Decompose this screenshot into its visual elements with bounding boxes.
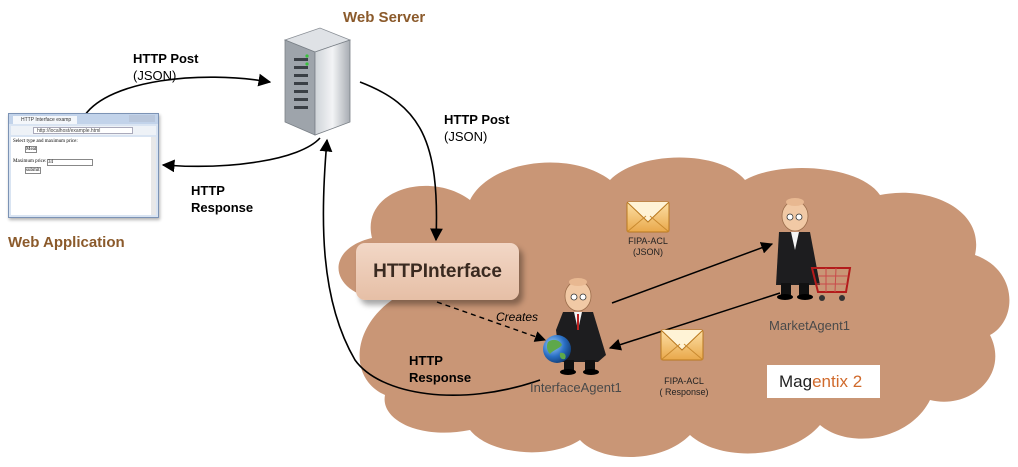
fipa-acl-label: FIPA-ACL ( Response) — [654, 376, 714, 399]
agent-platform-cloud — [338, 157, 1010, 458]
envelope-icon — [626, 201, 670, 233]
submit-button: submit — [25, 167, 41, 174]
price-input: 34 — [47, 159, 93, 166]
http-response-label: Response — [409, 370, 472, 385]
browser-navbar: http://localhost/example.html — [11, 126, 156, 135]
http-response-label: Response — [191, 200, 254, 215]
http-response-label: HTTP — [409, 353, 443, 368]
json-label: (JSON) — [444, 129, 488, 144]
arrow-market-to-interface — [608, 292, 781, 351]
http-post-label: HTTP Post — [444, 112, 510, 127]
type-select: Meat — [25, 146, 38, 153]
browser-url-bar: http://localhost/example.html — [33, 127, 133, 134]
price-label: Maximum price: — [13, 159, 47, 164]
arrow-server-to-httpinterface — [359, 81, 443, 242]
magentix-accent-text: entix 2 — [812, 371, 863, 391]
json-label: (JSON) — [133, 68, 177, 83]
envelope-icon — [660, 329, 704, 361]
http-response-label: HTTP — [191, 183, 225, 198]
arrow-agent-to-server — [319, 138, 541, 396]
fipa-acl-label-line: FIPA-ACL — [628, 236, 668, 246]
httpinterface-box: HTTPInterface — [356, 243, 519, 300]
arrow-browser-to-server — [84, 73, 272, 116]
globe-icon — [543, 335, 571, 363]
window-controls — [129, 115, 155, 122]
fipa-acl-label: FIPA-ACL (JSON) — [623, 236, 673, 259]
server-icon — [283, 27, 352, 136]
arrow-server-to-browser — [161, 137, 321, 173]
browser-scrollbar — [151, 137, 156, 215]
browser-tab: HTTP Interface examp — [13, 116, 77, 124]
web-application-label: Web Application — [8, 234, 125, 251]
http-post-label: HTTP Post — [133, 51, 199, 66]
arrow-creates-dashed — [436, 301, 547, 342]
interface-agent-label: InterfaceAgent1 — [530, 380, 622, 395]
fipa-acl-label-line: (JSON) — [633, 247, 663, 258]
arrow-interface-to-market — [611, 242, 774, 304]
fipa-acl-label-line: ( Response) — [659, 387, 709, 398]
market-agent-label: MarketAgent1 — [769, 318, 850, 333]
browser-titlebar: HTTP Interface examp — [9, 114, 158, 124]
agent-figure-icon — [556, 278, 606, 375]
creates-label: Creates — [496, 310, 539, 324]
browser-window-icon: HTTP Interface examp http://localhost/ex… — [8, 113, 159, 218]
browser-content: Select type and maximum price: Meat Maxi… — [11, 137, 156, 215]
web-server-label: Web Server — [343, 9, 426, 26]
fipa-acl-label-line: FIPA-ACL — [664, 376, 704, 386]
shopping-cart-icon — [810, 267, 852, 301]
magentix-text: Mag — [779, 371, 813, 391]
form-instruction: Select type and maximum price: — [13, 139, 78, 144]
agent-figure-icon — [776, 198, 820, 300]
